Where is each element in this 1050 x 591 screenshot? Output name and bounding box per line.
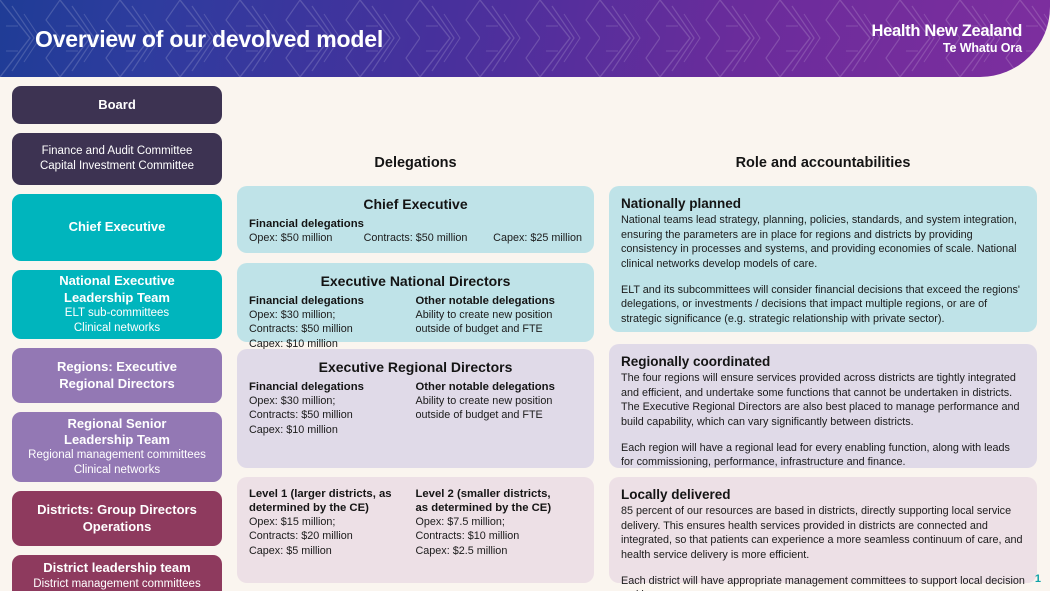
role-card-locally-delivered: Locally delivered 85 percent of our reso… — [609, 477, 1037, 591]
financial-delegations-label: Financial delegations — [249, 295, 364, 307]
role-paragraph-1: The four regions will ensure services pr… — [621, 372, 1020, 429]
org-box-title: District leadership team — [43, 560, 191, 576]
role-card-nationally-planned: Nationally planned National teams lead s… — [609, 186, 1037, 332]
delegation-card-chief-executive: Chief Executive Financial delegations Op… — [237, 186, 594, 253]
logo-primary-text: Health New Zealand — [871, 22, 1023, 40]
level-2-label: Level 2 (smaller districts,as determined… — [415, 488, 552, 515]
role-paragraph-2: Each district will have appropriate mana… — [621, 574, 1025, 591]
other-delegations-label: Other notable delegations — [415, 381, 555, 393]
level-2-values: Opex: $7.5 million;Contracts: $10 millio… — [415, 516, 520, 557]
card-title: Executive National Directors — [320, 273, 511, 289]
page-number: 1 — [1034, 573, 1041, 585]
org-box: Board — [12, 86, 222, 124]
org-box-title: Chief Executive — [68, 219, 166, 235]
other-delegations-label: Other notable delegations — [415, 295, 555, 307]
role-card-title: Nationally planned — [621, 196, 742, 211]
delegations-column-heading: Delegations — [374, 155, 457, 171]
contracts-value: Contracts: $50 million — [363, 232, 468, 245]
brand-logo: Health New Zealand Te Whatu Ora — [871, 22, 1023, 56]
delegation-card-executive-regional-directors: Executive Regional Directors Financial d… — [237, 349, 594, 468]
capex-value: Capex: $25 million — [493, 232, 582, 245]
role-column-heading: Role and accountabilities — [735, 155, 911, 171]
role-paragraph-1: National teams lead strategy, planning, … — [621, 214, 1017, 271]
logo-secondary-text: Te Whatu Ora — [942, 40, 1022, 55]
financial-delegations-label: Financial delegations — [249, 381, 364, 393]
page-title: Overview of our devolved model — [35, 26, 384, 52]
org-box-title: Board — [98, 96, 136, 112]
card-title: Chief Executive — [363, 196, 468, 212]
role-card-regionally-coordinated: Regionally coordinated The four regions … — [609, 344, 1037, 468]
financial-delegations-label: Financial delegations — [249, 218, 364, 230]
financial-delegations-values: Opex: $30 million;Contracts: $50 million… — [249, 309, 353, 350]
role-card-title: Locally delivered — [621, 487, 731, 502]
card-title: Executive Regional Directors — [318, 359, 513, 375]
role-paragraph-2: ELT and its subcommittees will consider … — [621, 283, 1020, 326]
opex-value: Opex: $50 million — [249, 232, 333, 245]
delegation-card-executive-national-directors: Executive National Directors Financial d… — [237, 263, 594, 350]
role-paragraph-1: 85 percent of our resources are based in… — [621, 505, 1023, 562]
role-card-title: Regionally coordinated — [621, 354, 771, 369]
slide-header: Overview of our devolved model Health Ne… — [0, 0, 1050, 77]
org-box: Chief Executive — [12, 194, 222, 261]
role-paragraph-2: Each region will have a regional lead fo… — [621, 441, 1010, 469]
level-1-values: Opex: $15 million;Contracts: $20 million… — [249, 516, 353, 557]
financial-delegations-values: Opex: $30 million;Contracts: $50 million… — [249, 395, 353, 436]
